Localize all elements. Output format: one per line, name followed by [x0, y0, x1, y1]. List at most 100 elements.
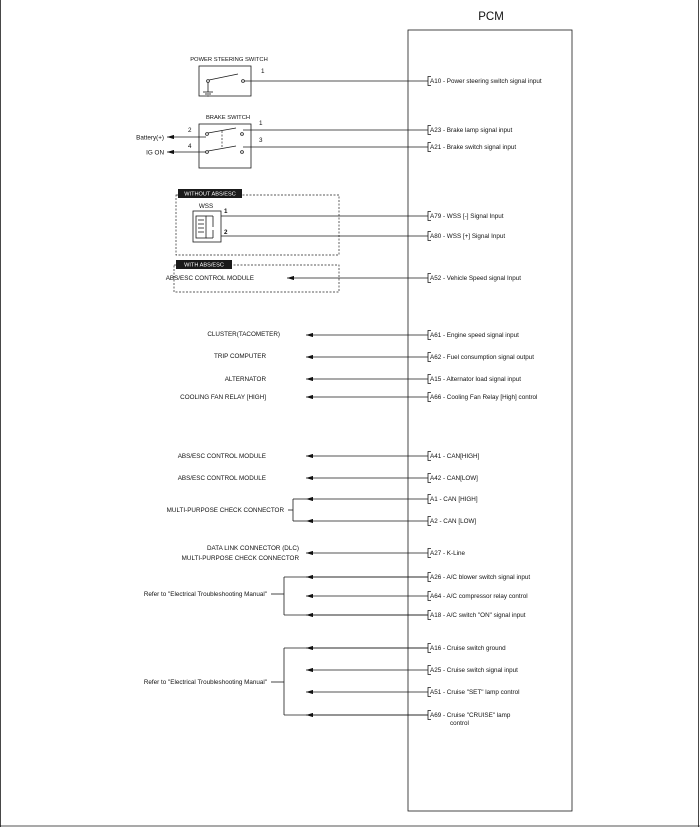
pin-a80: A80 - WSS [+] Signal Input — [427, 231, 505, 241]
dlc-mpcc-label: MULTI-PURPOSE CHECK CONNECTOR — [182, 555, 300, 562]
pin-bracket — [427, 211, 431, 221]
pin-label: A62 - Fuel consumption signal output — [430, 354, 534, 361]
pin-label: A18 - A/C switch "ON" signal input — [430, 612, 526, 619]
pin-label: A26 - A/C blower switch signal input — [430, 574, 530, 581]
pin-bracket — [427, 273, 431, 283]
pin-a1: A1 - CAN [HIGH] — [427, 494, 478, 504]
pin-label: A66 - Cooling Fan Relay [High] control — [430, 394, 537, 401]
pin-bracket — [427, 494, 431, 504]
pin-label: A25 - Cruise switch signal input — [430, 667, 518, 674]
pin-a15: A15 - Alternator load signal input — [427, 374, 521, 384]
pin-label: A51 - Cruise "SET" lamp control — [430, 689, 520, 696]
pin-a64: A64 - A/C compressor relay control — [427, 591, 528, 601]
with-abs-header-bg — [176, 260, 232, 269]
pin-a27: A27 - K-Line — [427, 548, 465, 558]
brake-pin-3: 3 — [259, 137, 263, 144]
battery-label: Battery(+) — [136, 135, 164, 142]
pin-bracket — [427, 125, 431, 135]
wss-pin-2: 2 — [224, 229, 228, 236]
pin-a52: A52 - Vehicle Speed signal Input — [427, 273, 521, 283]
pin-label: A61 - Engine speed signal input — [430, 332, 519, 339]
pin-bracket — [427, 591, 431, 601]
pin-label: A21 - Brake switch signal input — [430, 144, 516, 151]
pin-bracket — [427, 516, 431, 526]
pin-label: A52 - Vehicle Speed signal Input — [430, 275, 521, 282]
pin-label: A80 - WSS [+] Signal Input — [430, 233, 505, 240]
pin-a10: A10 - Power steering switch signal input — [427, 76, 542, 86]
pin-bracket — [427, 451, 431, 461]
brake-switch-title: BRAKE SWITCH — [206, 115, 250, 121]
pin-bracket — [427, 352, 431, 362]
pin-a25: A25 - Cruise switch signal input — [427, 665, 518, 675]
pin-bracket — [427, 142, 431, 152]
pin-label-continued: control — [450, 720, 469, 727]
pin-bracket — [427, 710, 431, 720]
pin-a51: A51 - Cruise "SET" lamp control — [427, 687, 520, 697]
cluster-label: CLUSTER(TACOMETER) — [207, 331, 280, 338]
pin-a66: A66 - Cooling Fan Relay [High] control — [427, 392, 537, 402]
pin-label: A23 - Brake lamp signal input — [430, 127, 513, 134]
pin-label: A42 - CAN[LOW] — [430, 475, 478, 482]
pin-bracket — [427, 330, 431, 340]
multi-purpose-connector-label: MULTI-PURPOSE CHECK CONNECTOR — [167, 507, 285, 514]
pin-bracket — [427, 231, 431, 241]
cooling-fan-label: COOLING FAN RELAY [HIGH] — [180, 394, 266, 401]
pin-bracket — [427, 687, 431, 697]
alternator-label: ALTERNATOR — [225, 376, 267, 383]
pin-a2: A2 - CAN [LOW] — [427, 516, 476, 526]
refer-manual-ac-label: Refer to "Electrical Troubleshooting Man… — [144, 591, 267, 598]
pin-a21: A21 - Brake switch signal input — [427, 142, 516, 152]
pin-label: A79 - WSS [-] Signal Input — [430, 213, 504, 220]
power-steering-pin-label: 1 — [261, 68, 265, 75]
with-abs-header: WITH ABS/ESC — [184, 263, 224, 269]
power-steering-switch-title: POWER STEERING SWITCH — [190, 57, 268, 63]
abs-esc-can-low-label: ABS/ESC CONTROL MODULE — [178, 475, 266, 482]
refer-manual-cruise-label: Refer to "Electrical Troubleshooting Man… — [144, 679, 267, 686]
pin-bracket — [427, 392, 431, 402]
brake-switch — [198, 123, 252, 169]
with-abs-box — [173, 264, 340, 293]
pin-label: A69 - Cruise "CRUISE" lamp — [430, 712, 511, 719]
abs-esc-can-high-label: ABS/ESC CONTROL MODULE — [178, 453, 266, 460]
pin-bracket — [427, 665, 431, 675]
wss-title: WSS — [199, 203, 213, 210]
pin-label: A41 - CAN[HIGH] — [430, 453, 480, 460]
pin-label: A10 - Power steering switch signal input — [430, 78, 542, 85]
pin-a79: A79 - WSS [-] Signal Input — [427, 211, 504, 221]
trip-computer-label: TRIP COMPUTER — [214, 353, 266, 360]
pin-bracket — [427, 572, 431, 582]
pin-bracket — [427, 374, 431, 384]
pcm-title: PCM — [478, 11, 504, 23]
without-abs-header-bg — [178, 189, 242, 198]
pin-a23: A23 - Brake lamp signal input — [427, 125, 513, 135]
abs-esc-module-label: ABS/ESC CONTROL MODULE — [166, 275, 254, 282]
pin-bracket — [427, 643, 431, 653]
brake-pin-2: 2 — [188, 127, 192, 134]
pin-label: A15 - Alternator load signal input — [430, 376, 521, 383]
ig-on-label: IG ON — [146, 150, 164, 157]
power-steering-switch — [198, 65, 252, 97]
pin-bracket — [427, 473, 431, 483]
pin-label: A2 - CAN [LOW] — [430, 518, 476, 525]
without-abs-header: WITHOUT ABS/ESC — [184, 192, 236, 198]
pin-a41: A41 - CAN[HIGH] — [427, 451, 480, 461]
pin-a61: A61 - Engine speed signal input — [427, 330, 519, 340]
pin-bracket — [427, 548, 431, 558]
without-abs-box — [175, 194, 340, 256]
pin-label: A16 - Cruise switch ground — [430, 645, 506, 652]
pin-bracket — [427, 610, 431, 620]
pin-a42: A42 - CAN[LOW] — [427, 473, 478, 483]
pcm-box — [407, 29, 573, 812]
brake-pin-4: 4 — [188, 143, 192, 150]
pin-label: A64 - A/C compressor relay control — [430, 593, 528, 600]
wss-pin-1: 1 — [224, 208, 228, 215]
pin-label: A1 - CAN [HIGH] — [430, 496, 478, 503]
pin-bracket — [427, 76, 431, 86]
pin-a16: A16 - Cruise switch ground — [427, 643, 506, 653]
brake-pin-1: 1 — [259, 120, 263, 127]
wss-sensor — [192, 210, 222, 243]
pin-label: A27 - K-Line — [430, 550, 465, 557]
